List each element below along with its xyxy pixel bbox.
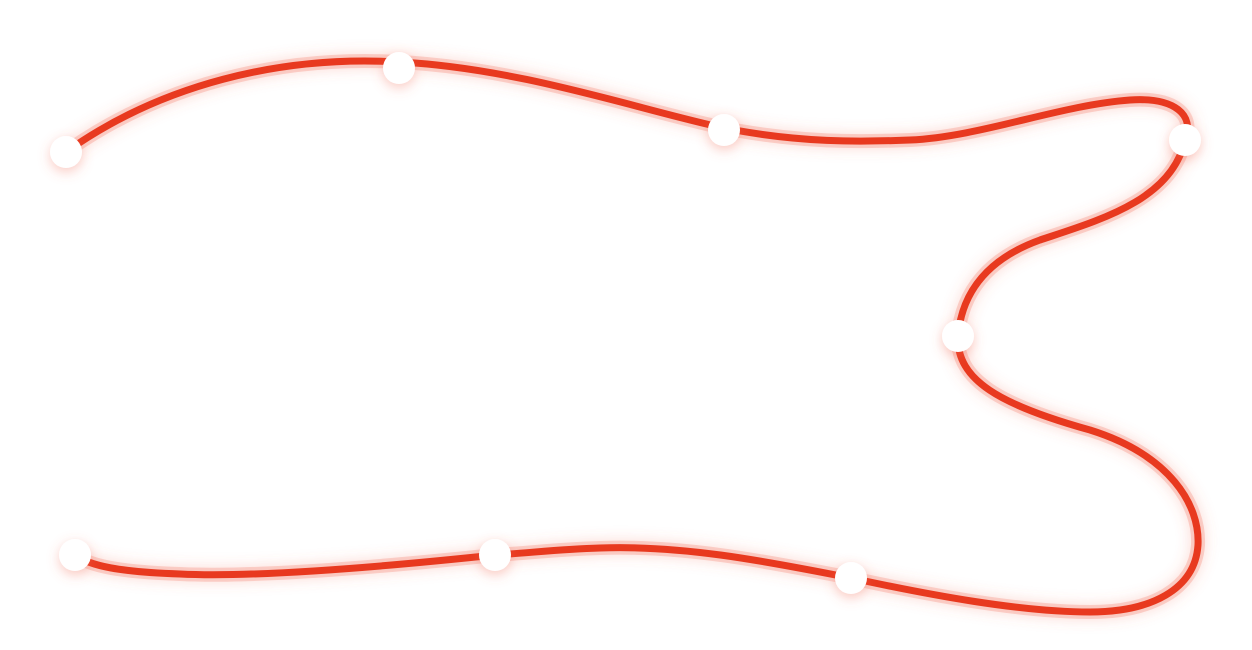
milestone-node-2[interactable] bbox=[383, 52, 415, 84]
route-path-glow bbox=[61, 54, 1206, 620]
milestone-node-4[interactable] bbox=[1169, 124, 1201, 156]
milestone-node-3[interactable] bbox=[708, 114, 740, 146]
milestone-nodes bbox=[50, 52, 1201, 594]
milestone-node-6[interactable] bbox=[835, 562, 867, 594]
milestone-node-5[interactable] bbox=[942, 320, 974, 352]
milestone-node-8[interactable] bbox=[59, 539, 91, 571]
milestone-node-1[interactable] bbox=[50, 136, 82, 168]
route-path bbox=[62, 57, 1202, 616]
milestone-node-7[interactable] bbox=[479, 539, 511, 571]
